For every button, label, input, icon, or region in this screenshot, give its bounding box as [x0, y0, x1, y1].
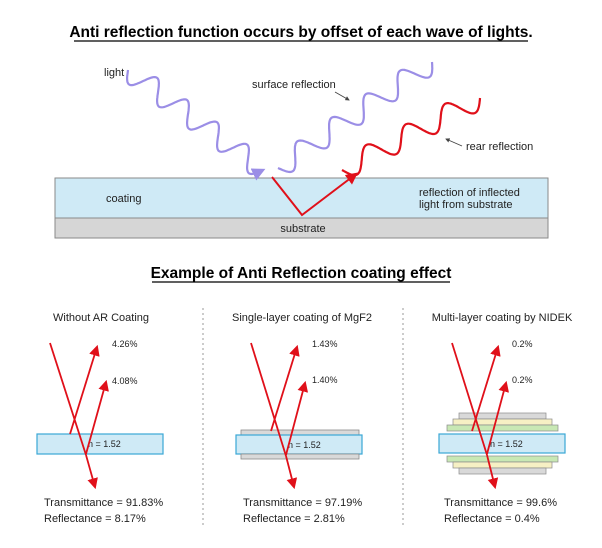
- reflected-ray-lower: [285, 380, 309, 456]
- surface-reflection-label: surface reflection: [252, 79, 336, 91]
- panel-heading: Multi-layer coating by NIDEK: [432, 312, 573, 324]
- coating-layer-bottom: [240, 453, 360, 460]
- top-title: Anti reflection function occurs by offse…: [69, 24, 532, 41]
- reflection-value-lower: 0.2%: [512, 375, 533, 385]
- reflected-ray-lower: [85, 379, 109, 455]
- inflected-light-path: [271, 172, 358, 217]
- multi-layer-yellow-bottom: [452, 461, 553, 469]
- reflection-value-lower: 1.40%: [312, 375, 338, 385]
- rear-reflection-pointer: [445, 138, 463, 147]
- incident-ray: [49, 342, 87, 456]
- incident-ray: [250, 342, 287, 457]
- inflected-label-line2: light from substrate: [419, 199, 513, 211]
- glass-layer: [438, 433, 566, 454]
- coating-label: coating: [106, 193, 141, 205]
- multi-layer-yellow-top: [452, 418, 553, 426]
- coating-layer-top: [240, 429, 360, 436]
- surface-reflection-pointer: [334, 91, 350, 101]
- transmitted-ray: [285, 455, 298, 490]
- multi-layer-green-bottom: [446, 455, 559, 463]
- refractive-index-label: n = 1.52: [288, 440, 321, 450]
- incident-ray: [451, 342, 488, 456]
- substrate-label: substrate: [280, 223, 325, 235]
- multi-layer-green-top: [446, 424, 559, 432]
- rear-reflection-wave: [341, 97, 482, 177]
- reflection-value-upper: 1.43%: [312, 339, 338, 349]
- reflectance-label: Reflectance = 2.81%: [243, 513, 345, 525]
- multi-layer-gray-top: [458, 412, 547, 420]
- substrate-layer: [54, 217, 549, 239]
- transmittance-label: Transmittance = 97.19%: [243, 497, 362, 509]
- transmitted-ray: [486, 454, 499, 490]
- transmittance-label: Transmittance = 99.6%: [444, 497, 557, 509]
- surface-reflection-wave: [277, 61, 434, 174]
- panel-heading: Without AR Coating: [53, 312, 149, 324]
- incident-light-wave: [126, 69, 266, 181]
- transmitted-ray: [85, 454, 98, 490]
- reflected-ray-upper: [69, 344, 100, 435]
- multi-layer-gray-bottom: [458, 467, 547, 475]
- panel-without-ar: Without AR Coating n = 1.52 4.26% 4.08% …: [36, 312, 164, 525]
- reflected-ray-upper: [471, 344, 501, 432]
- refractive-index-label: n = 1.52: [490, 439, 523, 449]
- reflected-ray-upper: [270, 344, 300, 432]
- reflectance-label: Reflectance = 8.17%: [44, 513, 146, 525]
- reflection-value-lower: 4.08%: [112, 376, 138, 386]
- reflectance-label: Reflectance = 0.4%: [444, 513, 540, 525]
- rear-reflection-label: rear reflection: [466, 141, 533, 153]
- transmittance-label: Transmittance = 91.83%: [44, 497, 163, 509]
- reflection-value-upper: 0.2%: [512, 339, 533, 349]
- bottom-title: Example of Anti Reflection coating effec…: [151, 265, 452, 282]
- panel-single-layer: Single-layer coating of MgF2 n = 1.52 1.…: [232, 312, 372, 525]
- glass-layer: [36, 433, 164, 455]
- light-label: light: [104, 67, 124, 79]
- reflected-ray-lower: [486, 380, 509, 455]
- refractive-index-label: n = 1.52: [88, 439, 121, 449]
- panel-heading: Single-layer coating of MgF2: [232, 312, 372, 324]
- panel-multi-layer: Multi-layer coating by NIDEK n = 1.52 0.…: [432, 312, 573, 525]
- inflected-label-line1: reflection of inflected: [419, 187, 520, 199]
- reflection-value-upper: 4.26%: [112, 339, 138, 349]
